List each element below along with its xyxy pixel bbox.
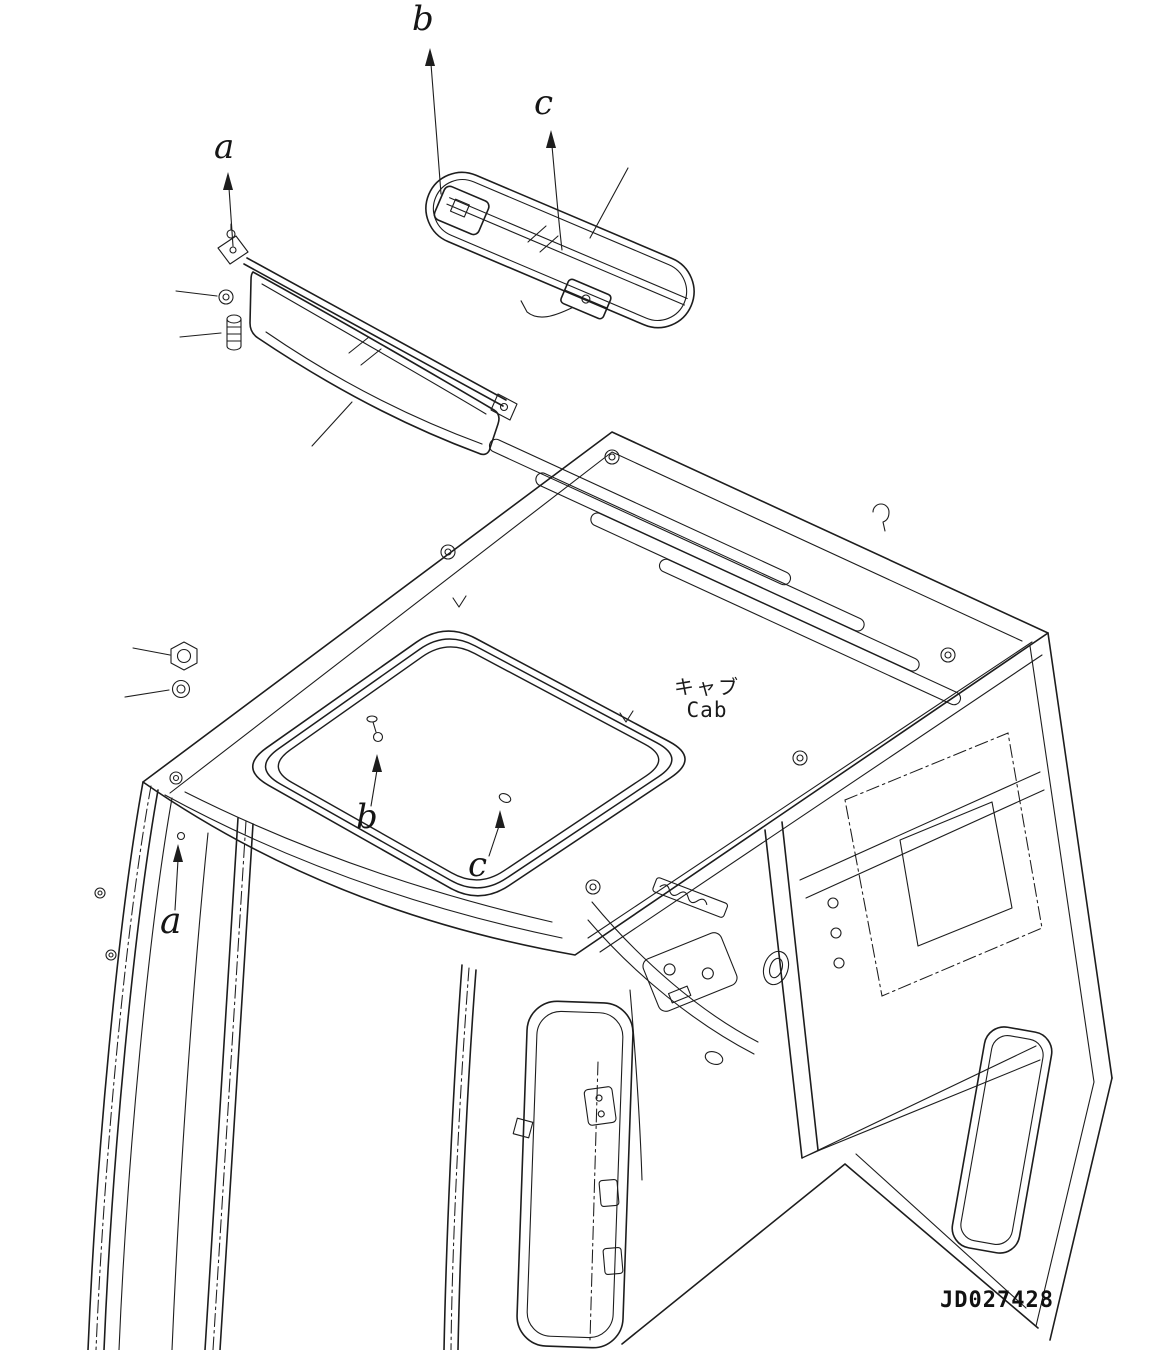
callout-b-bottom-label: b	[356, 797, 378, 837]
hex-nut	[132, 641, 198, 671]
interior-bracket	[642, 932, 738, 1012]
decal	[652, 877, 729, 918]
cab-body	[87, 431, 1113, 1350]
door-window	[516, 1000, 634, 1349]
callout-b-top-arrow	[425, 48, 442, 195]
callout-a-top-label: a	[214, 127, 235, 167]
flat-washer	[124, 679, 191, 699]
callout-a-bottom-label: a	[160, 901, 182, 942]
skylight	[251, 630, 686, 897]
cab-label-japanese: キャブ	[674, 675, 740, 699]
sun-visor-part	[217, 223, 518, 456]
callout-c-top-label: c	[534, 83, 554, 123]
callout-c-top-arrow	[546, 130, 563, 251]
roof-bolt-holes	[169, 449, 956, 895]
cab-label-english: Cab	[686, 698, 728, 722]
callout-c-bottom-label: c	[468, 845, 488, 885]
callout-a-bottom-arrow	[173, 844, 183, 911]
callout-b-top-label: b	[412, 0, 434, 39]
callout-b-bottom-arrow	[370, 754, 382, 807]
roof-stiffeners	[488, 438, 962, 706]
visor-bolt	[179, 314, 242, 351]
side-window	[951, 1026, 1053, 1254]
callout-c-bottom-arrow	[488, 810, 505, 857]
callout-a-top-arrow	[223, 172, 234, 247]
visor-washer	[175, 289, 234, 305]
drawing-number: JD027428	[940, 1288, 1054, 1313]
roof-hook	[872, 503, 890, 532]
wire-retainer-part	[425, 167, 695, 329]
